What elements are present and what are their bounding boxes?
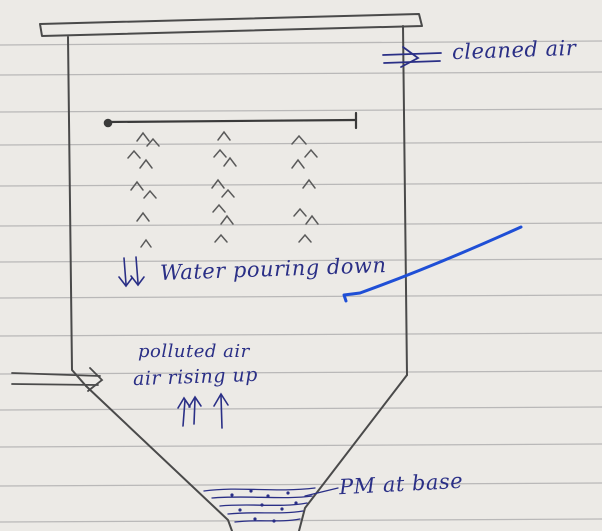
- hopper-right-side: [298, 374, 408, 531]
- scrubber-tower: [39, 13, 423, 531]
- hopper-left-side: [85, 385, 233, 531]
- water-spray-droplets: [127, 130, 319, 248]
- inlet-arrow: [11, 367, 104, 392]
- down-arrows: [118, 256, 145, 288]
- tower-lid: [39, 13, 423, 37]
- air-rising-label: air rising up: [132, 363, 259, 391]
- cleaned-air-label: cleaned air: [451, 35, 577, 65]
- polluted-air-label: polluted air: [138, 341, 250, 362]
- outlet-arrow: [382, 46, 442, 68]
- spray-bar: [103, 111, 358, 130]
- pm-particles: [230, 489, 298, 523]
- annotation-stroke: [342, 225, 523, 303]
- up-arrows: [177, 392, 229, 429]
- ruled-lines: [0, 40, 602, 523]
- pm-sediment: [203, 487, 339, 523]
- tower-right-wall: [402, 25, 408, 376]
- tower-left-wall: [67, 36, 87, 387]
